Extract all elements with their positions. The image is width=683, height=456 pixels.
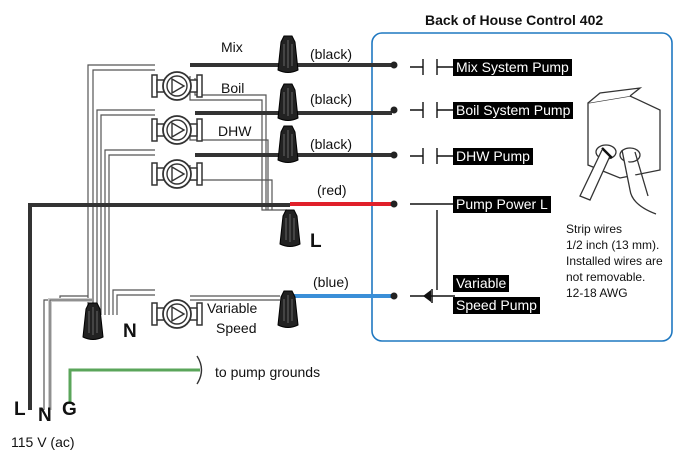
supply-voltage-label: 115 V (ac): [11, 434, 75, 450]
strip-note-line3: Installed wires are: [566, 254, 663, 268]
supply-l-label: L: [14, 399, 26, 420]
terminal-pump-power-l: Pump Power L: [453, 196, 551, 213]
strip-note-line2: 1/2 inch (13 mm).: [566, 238, 660, 252]
ground-label: to pump grounds: [215, 364, 321, 380]
wire-nut-l-label: L: [310, 231, 322, 252]
pump-icon: [151, 299, 203, 329]
terminal-block-illustration: [579, 87, 661, 215]
control-box-border: [371, 32, 673, 342]
wire-connector-icon: [277, 35, 299, 73]
wire-color-blue: (blue): [313, 274, 349, 290]
wire-color-dhw: (black): [310, 136, 353, 152]
circuit-name-dhw: DHW: [218, 123, 252, 139]
supply-n-label: N: [38, 405, 52, 426]
wire-nut-n-label: N: [123, 321, 137, 342]
pump-icon: [151, 159, 203, 189]
wire-connector-icon: [277, 83, 299, 121]
terminal-mix-system-pump: Mix System Pump: [453, 59, 572, 76]
wire-nut-n-icon: [82, 302, 104, 340]
terminal-dhw-pump: DHW Pump: [453, 148, 533, 165]
circuit-name-mix: Mix: [221, 39, 243, 55]
control-title: Back of House Control 402: [425, 12, 604, 28]
circuit-name-boil: Boil: [221, 80, 245, 96]
wire-nut-l-icon: [279, 209, 301, 247]
wire-connector-icon: [277, 290, 299, 328]
wire-color-red: (red): [317, 182, 347, 198]
strip-note-line5: 12-18 AWG: [566, 286, 628, 300]
strip-note-line4: not removable.: [566, 270, 646, 284]
wire-color-mix: (black): [310, 46, 353, 62]
strip-note-line1: Strip wires: [566, 222, 623, 236]
variable-speed-pump-label-2: Speed: [216, 320, 257, 336]
pump-icon: [151, 71, 203, 101]
supply-g-label: G: [62, 399, 77, 420]
terminal-variable-speed-line1: Variable: [453, 275, 510, 292]
terminal-variable-speed-line2: Speed Pump: [453, 297, 540, 314]
wire-color-boil: (black): [310, 91, 353, 107]
terminal-boil-system-pump: Boil System Pump: [453, 102, 574, 119]
wire-connector-icon: [277, 125, 299, 163]
variable-speed-pump-label-1: Variable: [207, 300, 258, 316]
